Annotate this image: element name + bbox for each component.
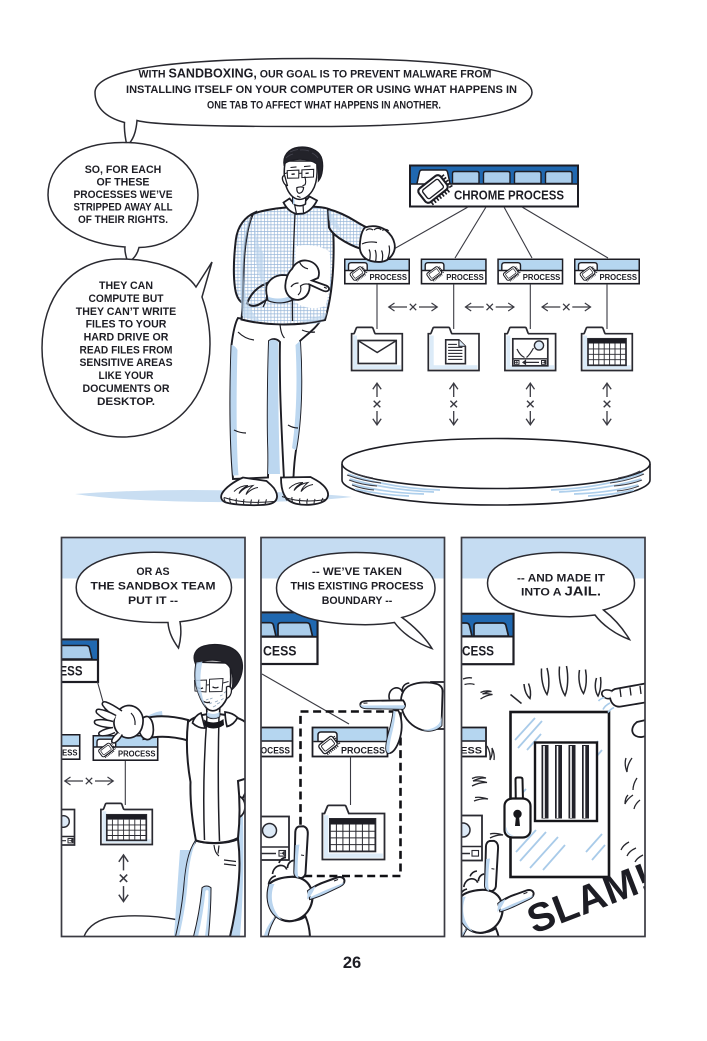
svg-text:PROCESSES WE’VE: PROCESSES WE’VE: [74, 189, 173, 201]
svg-text:COMPUTE BUT: COMPUTE BUT: [89, 293, 165, 305]
svg-text:CHROME PROCESS: CHROME PROCESS: [454, 188, 564, 203]
svg-text:READ FILES FROM: READ FILES FROM: [80, 345, 173, 357]
svg-text:PUT IT --: PUT IT --: [128, 595, 179, 607]
svg-text:OCESS: OCESS: [444, 746, 482, 756]
svg-text:ONE TAB TO AFFECT WHAT HAPPENS: ONE TAB TO AFFECT WHAT HAPPENS IN ANOTHE…: [207, 100, 441, 112]
svg-text:-- AND MADE IT: -- AND MADE IT: [517, 573, 606, 585]
svg-text:CESS: CESS: [263, 644, 297, 659]
svg-text:OR AS: OR AS: [136, 566, 169, 578]
svg-text:THEY CAN: THEY CAN: [99, 280, 153, 292]
svg-text:DOCUMENTS OR: DOCUMENTS OR: [82, 383, 169, 395]
svg-text:STRIPPED AWAY ALL: STRIPPED AWAY ALL: [74, 202, 173, 214]
svg-text:LIKE YOUR: LIKE YOUR: [99, 370, 154, 382]
svg-text:CESS: CESS: [462, 643, 494, 658]
svg-text:SO, FOR EACH: SO, FOR EACH: [85, 164, 162, 176]
svg-text:26: 26: [343, 954, 361, 972]
svg-text:PROCESS: PROCESS: [341, 746, 385, 756]
svg-text:DESKTOP.: DESKTOP.: [97, 396, 155, 408]
svg-text:WITH SANDBOXING, OUR GOAL IS T: WITH SANDBOXING, OUR GOAL IS TO PREVENT …: [139, 67, 492, 81]
svg-text:INTO A JAIL.: INTO A JAIL.: [521, 584, 601, 599]
svg-text:THE SANDBOX TEAM: THE SANDBOX TEAM: [91, 581, 216, 593]
svg-text:HARD DRIVE OR: HARD DRIVE OR: [84, 332, 169, 344]
svg-text:FILES TO YOUR: FILES TO YOUR: [86, 319, 167, 331]
svg-text:BOUNDARY --: BOUNDARY --: [322, 595, 393, 607]
svg-text:THEY CAN’T WRITE: THEY CAN’T WRITE: [76, 306, 176, 318]
svg-text:ESS: ESS: [60, 663, 83, 679]
svg-text:PROCESS: PROCESS: [249, 746, 290, 756]
svg-text:THIS EXISTING PROCESS: THIS EXISTING PROCESS: [291, 581, 424, 593]
svg-text:OF THEIR RIGHTS.: OF THEIR RIGHTS.: [78, 214, 168, 226]
svg-text:INSTALLING ITSELF ON YOUR COMP: INSTALLING ITSELF ON YOUR COMPUTER OR US…: [126, 84, 517, 96]
svg-text:-- WE’VE TAKEN: -- WE’VE TAKEN: [312, 566, 402, 578]
svg-text:SENSITIVE AREAS: SENSITIVE AREAS: [80, 357, 173, 369]
svg-text:OF THESE: OF THESE: [97, 177, 150, 189]
